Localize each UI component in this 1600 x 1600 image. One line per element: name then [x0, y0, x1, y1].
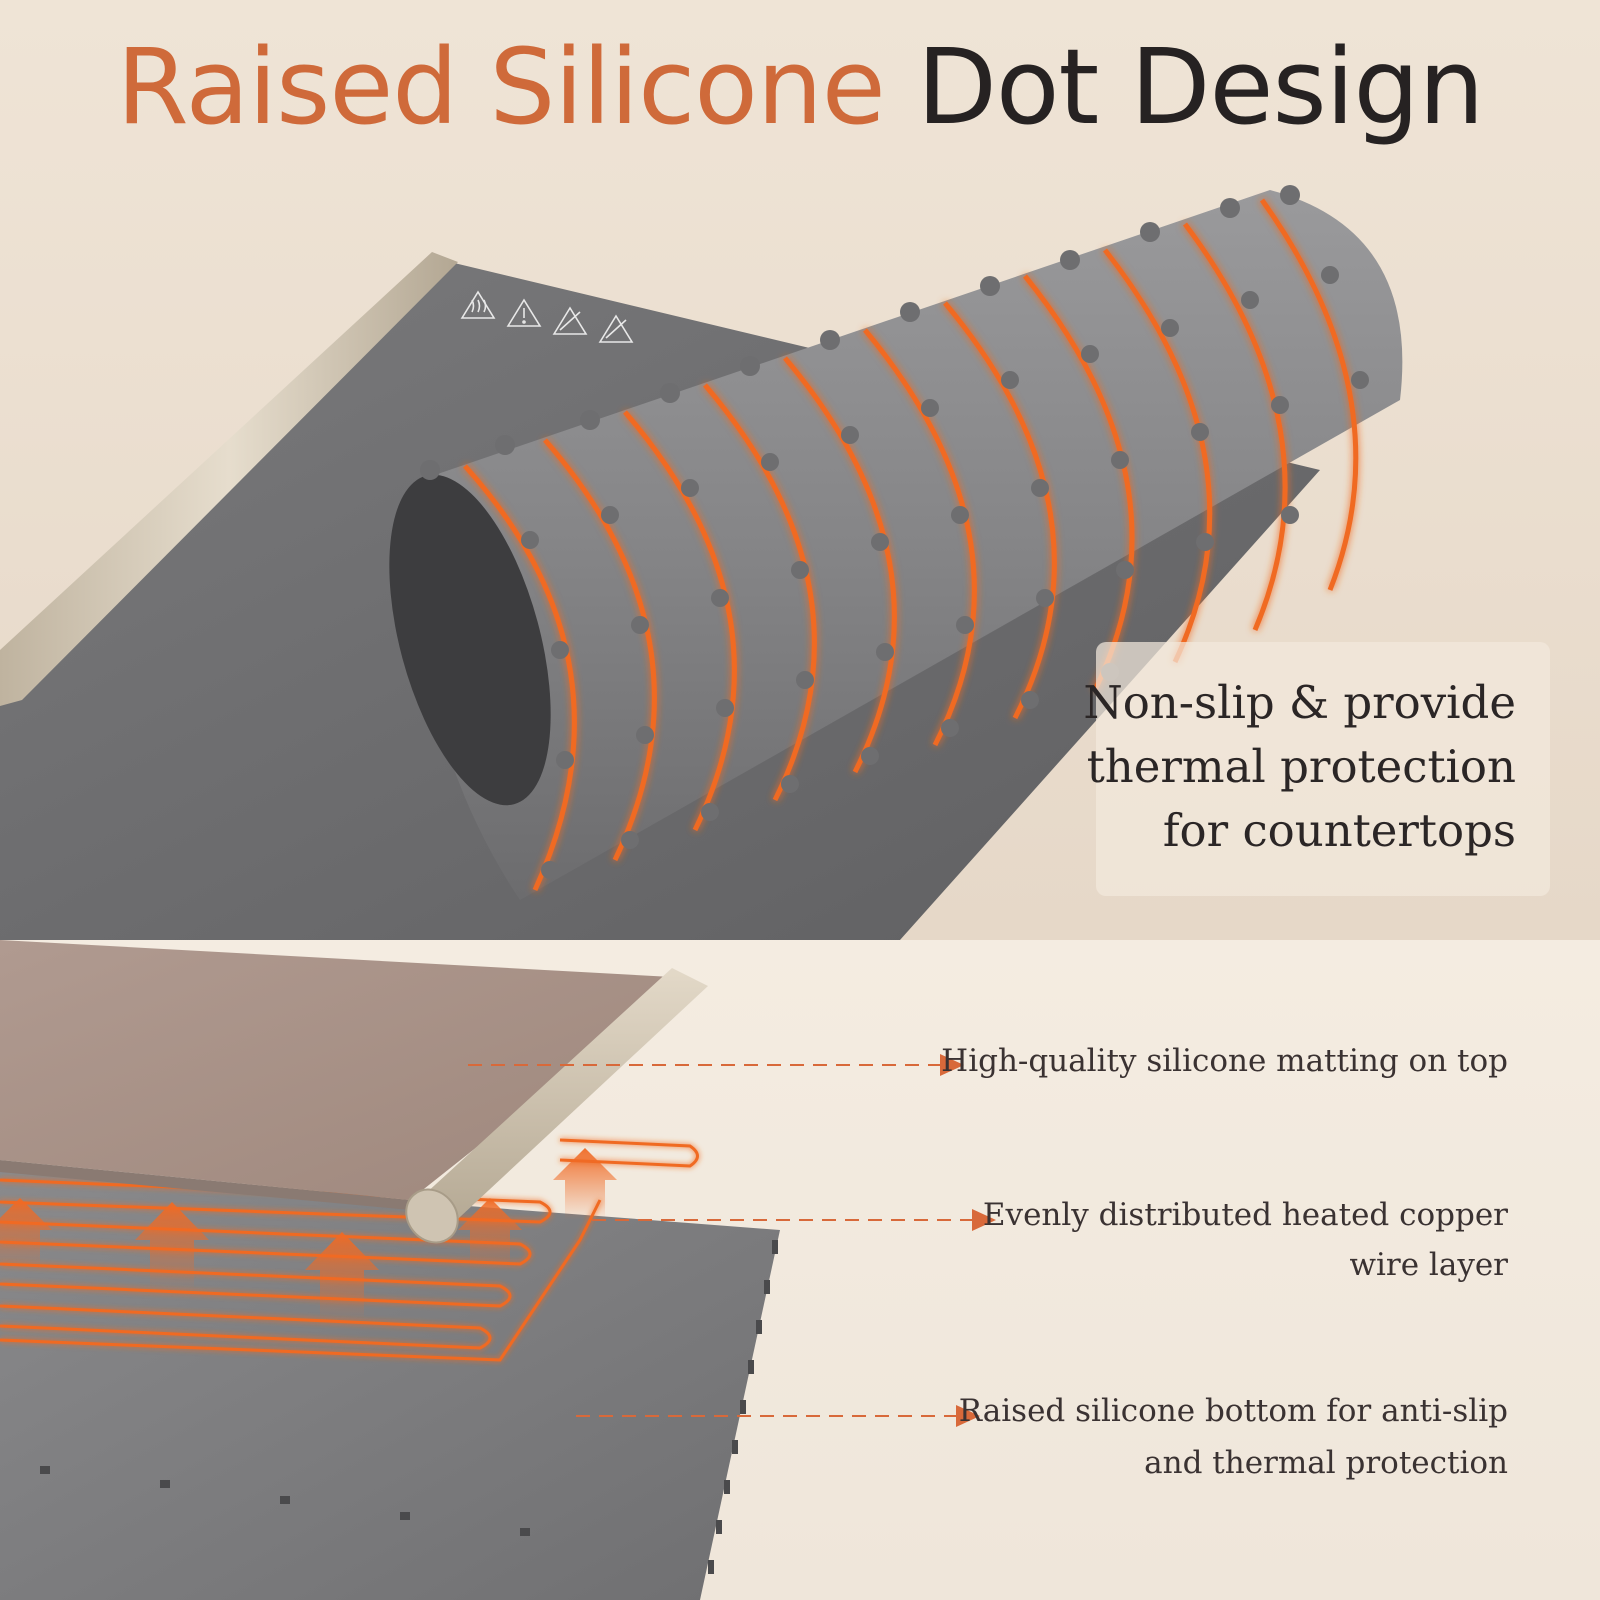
top-section: Raised Silicone Dot Design Non-slip & pr… — [0, 0, 1600, 940]
roll-body — [417, 190, 1403, 900]
callout-bottom-layer-line2: and thermal protection — [1144, 1445, 1508, 1481]
do-not-touch-icon — [552, 306, 588, 335]
callout-arrows — [468, 1064, 972, 1417]
heating-wire-rings — [463, 198, 1359, 892]
callout-arrowheads — [940, 1054, 996, 1427]
heat-arrows — [0, 1148, 617, 1320]
callout-copper-wire-line2: wire layer — [1349, 1247, 1508, 1283]
layer-diagram — [0, 940, 996, 1600]
roll-opening — [389, 474, 551, 806]
do-not-rinse-icon — [598, 314, 634, 343]
hot-surface-icon — [460, 290, 496, 319]
caution-icon — [506, 298, 542, 327]
info-card: Non-slip & provide thermal protection fo… — [1083, 642, 1550, 896]
info-line: thermal protection — [1086, 740, 1516, 793]
callout-top-layer: High-quality silicone matting on top — [941, 1043, 1508, 1079]
top-layer-edge — [0, 1160, 410, 1210]
callout-copper-wire: Evenly distributed heated copper — [982, 1197, 1508, 1233]
info-line: for countertops — [1162, 804, 1516, 857]
rolled-mat-illustration — [0, 185, 1403, 940]
info-line: Non-slip & provide — [1083, 676, 1516, 729]
bottom-layer — [0, 1170, 780, 1600]
mat-rod — [0, 252, 458, 706]
warning-icons — [460, 290, 634, 343]
bottom-layer-dots — [40, 1240, 778, 1574]
callout-bottom-layer: Raised silicone bottom for anti-slip — [958, 1393, 1508, 1429]
top-layer-rod — [405, 968, 708, 1244]
bottom-section: High-quality silicone matting on top Eve… — [0, 940, 1600, 1600]
headline-dark: Dot Design — [916, 26, 1485, 148]
headline-accent: Raised Silicone — [116, 26, 886, 148]
top-layer — [0, 940, 690, 1200]
raised-silicone-dots — [420, 185, 1369, 879]
headline: Raised Silicone Dot Design — [0, 22, 1600, 152]
